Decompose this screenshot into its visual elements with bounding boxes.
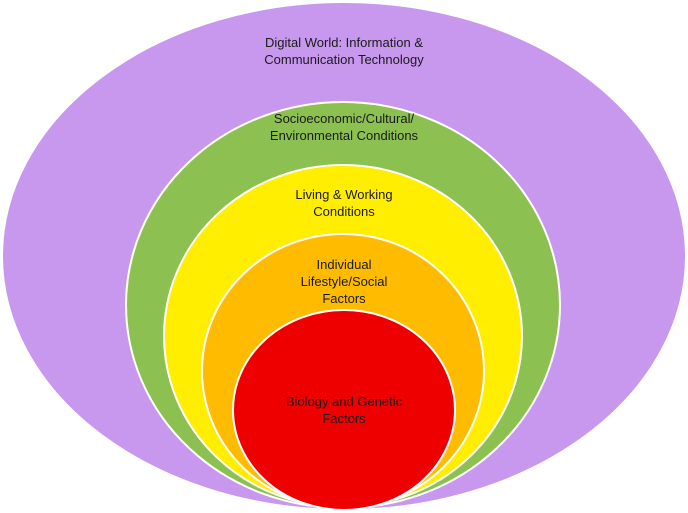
biology-ellipse	[232, 309, 456, 511]
socioeconomic-label-line-2: Environmental Conditions	[269, 128, 419, 143]
digital-world-label-line-2: Communication Technology	[264, 52, 424, 67]
socioeconomic-label-line-1: Socioeconomic/Cultural/	[273, 111, 415, 126]
socioeconomic-label: Socioeconomic/Cultural/ Environmental Co…	[194, 110, 494, 144]
living-working-label-line-2: Conditions	[313, 204, 375, 219]
lifestyle-label-line-2: Lifestyle/Social	[300, 274, 388, 289]
biology-label: Biology and Genetic Factors	[194, 393, 494, 427]
lifestyle-label-line-3: Factors	[322, 291, 366, 306]
living-working-label-line-1: Living & Working	[295, 187, 393, 202]
biology-label-line-1: Biology and Genetic	[285, 394, 403, 409]
biology-label-line-2: Factors	[322, 411, 366, 426]
lifestyle-label-line-1: Individual	[316, 257, 372, 272]
living-working-label: Living & Working Conditions	[194, 186, 494, 220]
lifestyle-label: Individual Lifestyle/Social Factors	[194, 256, 494, 307]
digital-world-label: Digital World: Information & Communicati…	[194, 34, 494, 68]
digital-world-label-line-1: Digital World: Information &	[265, 35, 423, 50]
